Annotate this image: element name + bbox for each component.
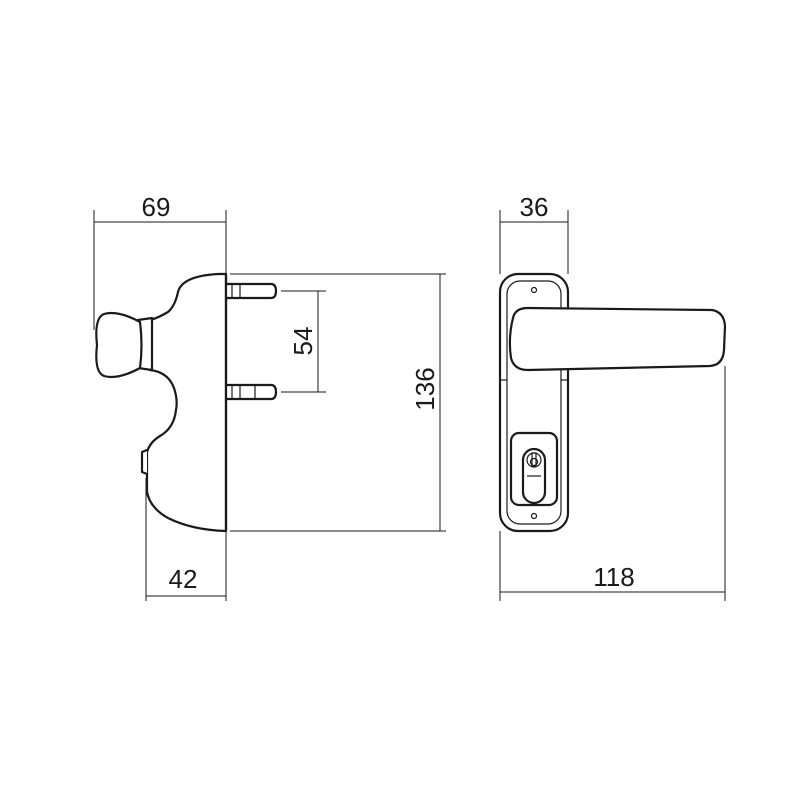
- lower-screw-hole: [530, 512, 538, 520]
- dimension-42: 42: [145, 478, 227, 601]
- dimension-label-42: 42: [169, 564, 198, 594]
- upper-screw-hole: [530, 286, 538, 294]
- dimension-label-54: 54: [288, 327, 318, 356]
- dimension-54: 54: [281, 290, 326, 393]
- dimension-label-136: 136: [410, 367, 440, 410]
- dimension-36: 36: [499, 192, 569, 274]
- dimension-label-69: 69: [142, 192, 171, 222]
- dimension-label-118: 118: [593, 562, 634, 592]
- dimension-69: 69: [93, 192, 227, 330]
- lower-fixing-rod: [224, 383, 278, 401]
- dimension-118: 118: [499, 366, 726, 601]
- side-view-fixing-rods: [224, 282, 278, 401]
- side-view-housing: [145, 272, 228, 533]
- front-view-dimensions: 36 118: [499, 192, 726, 601]
- side-view-knob: [95, 311, 143, 379]
- side-view: [95, 272, 278, 533]
- side-view-dimensions: 69 54 136 42: [93, 192, 446, 601]
- front-view-plate-bevel: [506, 280, 562, 525]
- cylinder-lock: [509, 431, 559, 507]
- dimension-136: 136: [230, 273, 446, 532]
- front-view: [498, 272, 727, 533]
- upper-fixing-rod: [224, 282, 278, 300]
- front-view-lever-handle: [508, 306, 727, 372]
- side-view-release-button: [140, 448, 149, 476]
- dimension-label-36: 36: [520, 192, 549, 222]
